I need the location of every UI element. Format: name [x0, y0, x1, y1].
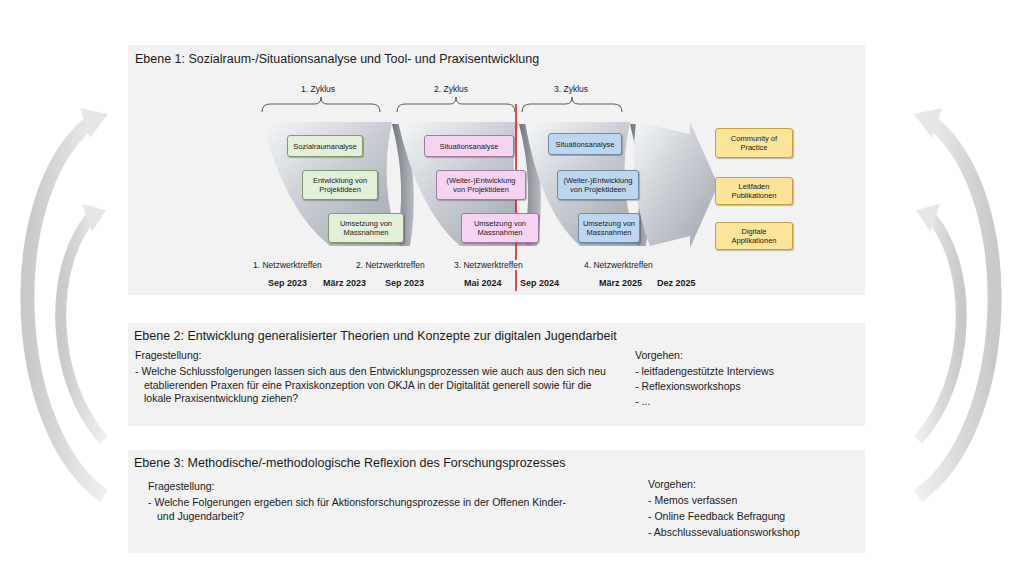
cycle-bracket — [262, 97, 622, 112]
process-box: Situationsanalyse — [548, 133, 622, 155]
right-cycle-arrows — [914, 108, 995, 496]
process-box: Sozialraumanalyse — [287, 135, 363, 157]
level-panel: Ebene 1: Sozialraum-/Situationsanalyse u… — [128, 45, 865, 295]
date-label: Dez 2025 — [657, 278, 696, 289]
section-heading: Fragestellung: — [148, 480, 348, 494]
section-heading: Vorgehen: — [648, 478, 848, 492]
research-question: - Welche Folgerungen ergeben sich für Ak… — [148, 496, 577, 523]
box-label: Community of Practice — [719, 134, 789, 152]
date-label: März 2023 — [323, 278, 366, 289]
meeting-label: 4. Netzwerktreffen — [583, 260, 654, 270]
process-box: Situationsanalyse — [424, 135, 514, 157]
box-label: Umsetzung von Massnahmen — [465, 219, 535, 237]
cycle-label: 1. Zyklus — [301, 84, 335, 94]
level-title: Ebene 1: Sozialraum-/Situationsanalyse u… — [135, 51, 855, 67]
box-label: Sozialraumanalyse — [293, 142, 356, 151]
left-cycle-arrows — [27, 108, 108, 496]
box-label: Umsetzung von Massnahmen — [582, 219, 636, 237]
meeting-label: 2. Netzwerktreffen — [355, 260, 426, 270]
box-label: Digitale Applikationen — [719, 227, 789, 245]
level-title: Ebene 2: Entwicklung generalisierter The… — [134, 328, 859, 344]
process-box: Umsetzung von Massnahmen — [328, 213, 404, 243]
date-label: März 2025 — [599, 278, 642, 289]
box-label: Situationsanalyse — [440, 142, 499, 151]
level-panel: Ebene 3: Methodische/-methodologische Re… — [128, 450, 865, 553]
section-heading: Fragestellung: — [135, 349, 335, 363]
box-label: Umsetzung von Massnahmen — [332, 219, 400, 237]
method-item: - ... — [635, 395, 855, 409]
method-item: - leitfadengestützte Interviews — [635, 365, 855, 379]
process-box: (Weiter-)Entwicklung von Projektideen — [436, 170, 526, 200]
process-box: Umsetzung von Massnahmen — [578, 213, 640, 243]
level-title: Ebene 3: Methodische/-methodologische Re… — [134, 455, 859, 471]
section-heading: Vorgehen: — [635, 349, 835, 363]
date-label: Sep 2023 — [268, 278, 307, 289]
box-label: Leitfaden Publikationen — [719, 182, 789, 200]
box-label: (Weiter-)Entwicklung von Projektideen — [440, 176, 522, 194]
method-item: - Online Feedback Befragung — [648, 510, 858, 524]
level-panel: Ebene 2: Entwicklung generalisierter The… — [128, 323, 865, 426]
cycle-band — [262, 122, 718, 248]
process-box: (Weiter-)Entwicklung von Projektideen — [557, 170, 639, 200]
cycle-label: 3. Zyklus — [554, 84, 588, 94]
date-label: Sep 2023 — [385, 278, 424, 289]
date-label: Mai 2024 — [464, 278, 502, 289]
method-item: - Memos verfassen — [648, 494, 858, 508]
process-box: Entwicklung von Projektideen — [302, 170, 378, 200]
process-box: Community of Practice — [715, 128, 793, 158]
box-label: (Weiter-)Entwicklung von Projektideen — [561, 176, 635, 194]
process-box: Umsetzung von Massnahmen — [461, 213, 539, 243]
method-item: - Abschlussevaluationsworkshop — [648, 526, 858, 540]
process-box: Leitfaden Publikationen — [715, 177, 793, 205]
box-label: Entwicklung von Projektideen — [306, 176, 374, 194]
research-question: - Welche Schlussfolgerungen lassen sich … — [135, 365, 622, 406]
method-item: - Reflexionsworkshops — [635, 380, 855, 394]
date-label: Sep 2024 — [520, 278, 559, 289]
cycle-label: 2. Zyklus — [434, 84, 468, 94]
meeting-label: 1. Netzwerktreffen — [252, 260, 323, 270]
process-box: Digitale Applikationen — [715, 222, 793, 250]
meeting-label: 3. Netzwerktreffen — [453, 260, 524, 270]
box-label: Situationsanalyse — [556, 140, 615, 149]
